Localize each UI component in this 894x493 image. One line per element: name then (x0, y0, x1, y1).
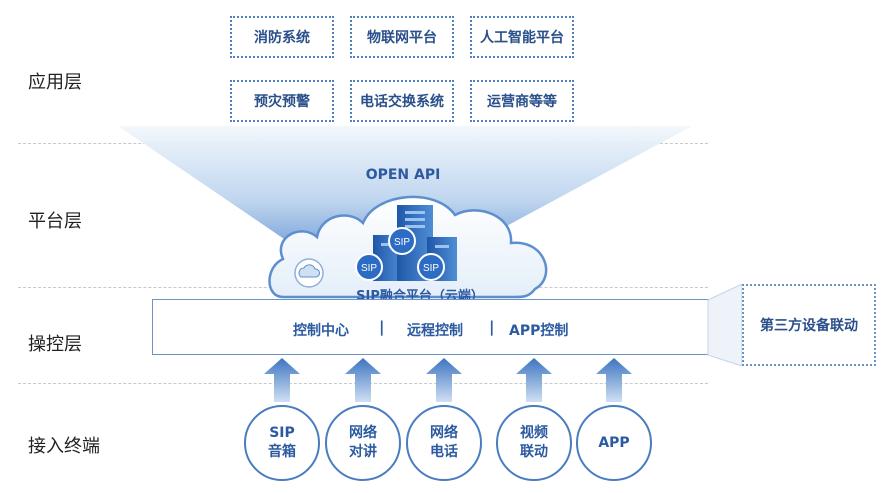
terminal-line: 联动 (520, 444, 548, 460)
layer-label-platform: 平台层 (28, 211, 82, 232)
terminal-line: SIP (269, 425, 295, 441)
svg-text:SIP: SIP (423, 263, 439, 274)
up-arrow (264, 358, 300, 402)
cloud-network-icon (294, 258, 324, 288)
third-party-connector (707, 284, 743, 366)
layer-label-control: 操控层 (28, 334, 82, 355)
terminal-line: 电话 (430, 444, 458, 460)
control-item-app: APP控制 (509, 323, 569, 339)
open-api-label: OPEN API (365, 167, 441, 183)
svg-text:SIP: SIP (394, 237, 410, 248)
terminal-sip-speaker: SIP 音箱 (244, 405, 320, 481)
up-arrow (345, 358, 381, 402)
layer-label-application: 应用层 (28, 72, 82, 93)
sip-badge: SIP (388, 227, 416, 255)
up-arrow (516, 358, 552, 402)
terminal-line: 对讲 (349, 444, 377, 460)
api-funnel (118, 126, 692, 262)
app-box-operators: 运营商等等 (470, 80, 574, 122)
control-bar: 控制中心 | 远程控制 | APP控制 (152, 299, 709, 355)
app-box-disaster-warning: 预灾预警 (230, 80, 334, 122)
app-box-ai-platform: 人工智能平台 (470, 16, 574, 58)
sip-badge: SIP (355, 253, 383, 281)
third-party-box: 第三方设备联动 (742, 284, 876, 366)
terminal-line: 视频 (520, 425, 548, 441)
app-box-fire-system: 消防系统 (230, 16, 334, 58)
sip-badge: SIP (417, 253, 445, 281)
terminal-network-intercom: 网络 对讲 (325, 405, 401, 481)
terminal-line: 网络 (349, 425, 377, 441)
cloud-platform: SIP SIP SIP (268, 195, 548, 299)
app-box-telephone-switch: 电话交换系统 (350, 80, 454, 122)
app-box-iot-platform: 物联网平台 (350, 16, 454, 58)
svg-text:SIP: SIP (361, 263, 377, 274)
terminal-app: APP (576, 405, 652, 481)
layer-label-access: 接入终端 (28, 436, 100, 457)
control-item-remote: 远程控制 (407, 323, 463, 339)
terminal-line: 音箱 (268, 444, 296, 460)
up-arrow (426, 358, 462, 402)
control-item-center: 控制中心 (293, 323, 349, 339)
terminal-network-phone: 网络 电话 (406, 405, 482, 481)
control-separator: | (379, 318, 385, 336)
terminal-line: 网络 (430, 425, 458, 441)
up-arrow (596, 358, 632, 402)
terminal-line: APP (598, 434, 630, 451)
terminal-video-link: 视频 联动 (496, 405, 572, 481)
control-separator: | (489, 318, 495, 336)
